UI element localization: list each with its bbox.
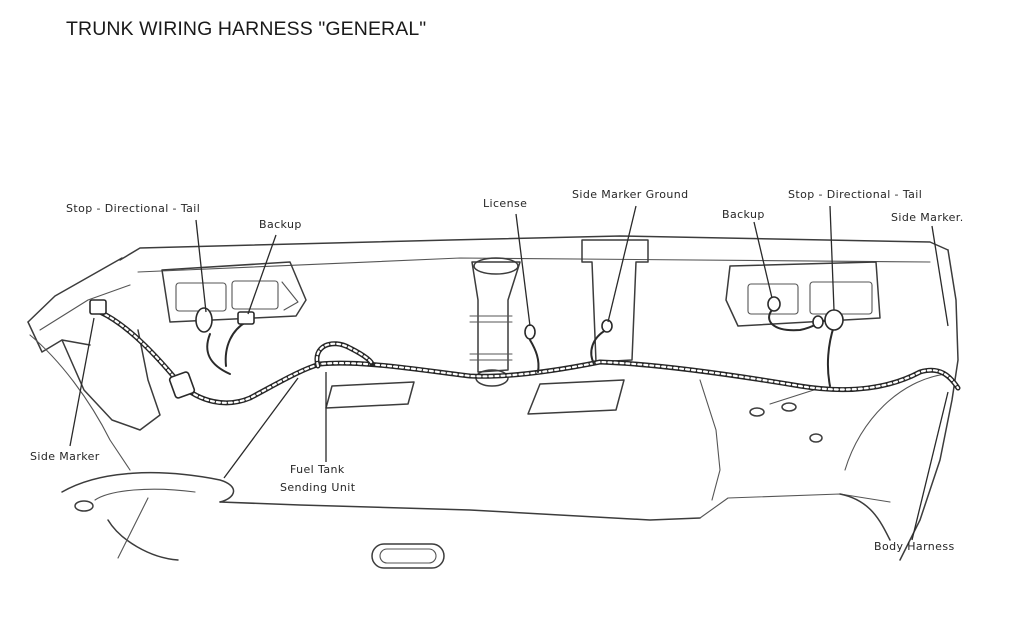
page-title: TRUNK WIRING HARNESS "GENERAL" (66, 18, 427, 40)
label-stop-directional-tail-right: Stop - Directional - Tail (788, 188, 922, 201)
label-license: License (483, 197, 527, 210)
label-backup-left: Backup (259, 218, 302, 231)
label-sending-unit: Sending Unit (280, 481, 356, 494)
leader-lines (69, 205, 949, 541)
label-backup-right: Backup (722, 208, 765, 221)
label-side-marker-left: Side Marker (30, 450, 100, 463)
label-side-marker-ground: Side Marker Ground (572, 188, 688, 201)
label-body-harness: Body Harness (874, 540, 955, 553)
label-fuel-tank: Fuel Tank (290, 463, 345, 476)
label-stop-directional-tail-left: Stop - Directional - Tail (66, 202, 200, 215)
component-labels: Stop - Directional - Tail Backup License… (30, 188, 964, 553)
wiring-harness (89, 296, 961, 406)
trunk-outline (27, 235, 959, 569)
label-side-marker-right: Side Marker. (891, 211, 964, 224)
